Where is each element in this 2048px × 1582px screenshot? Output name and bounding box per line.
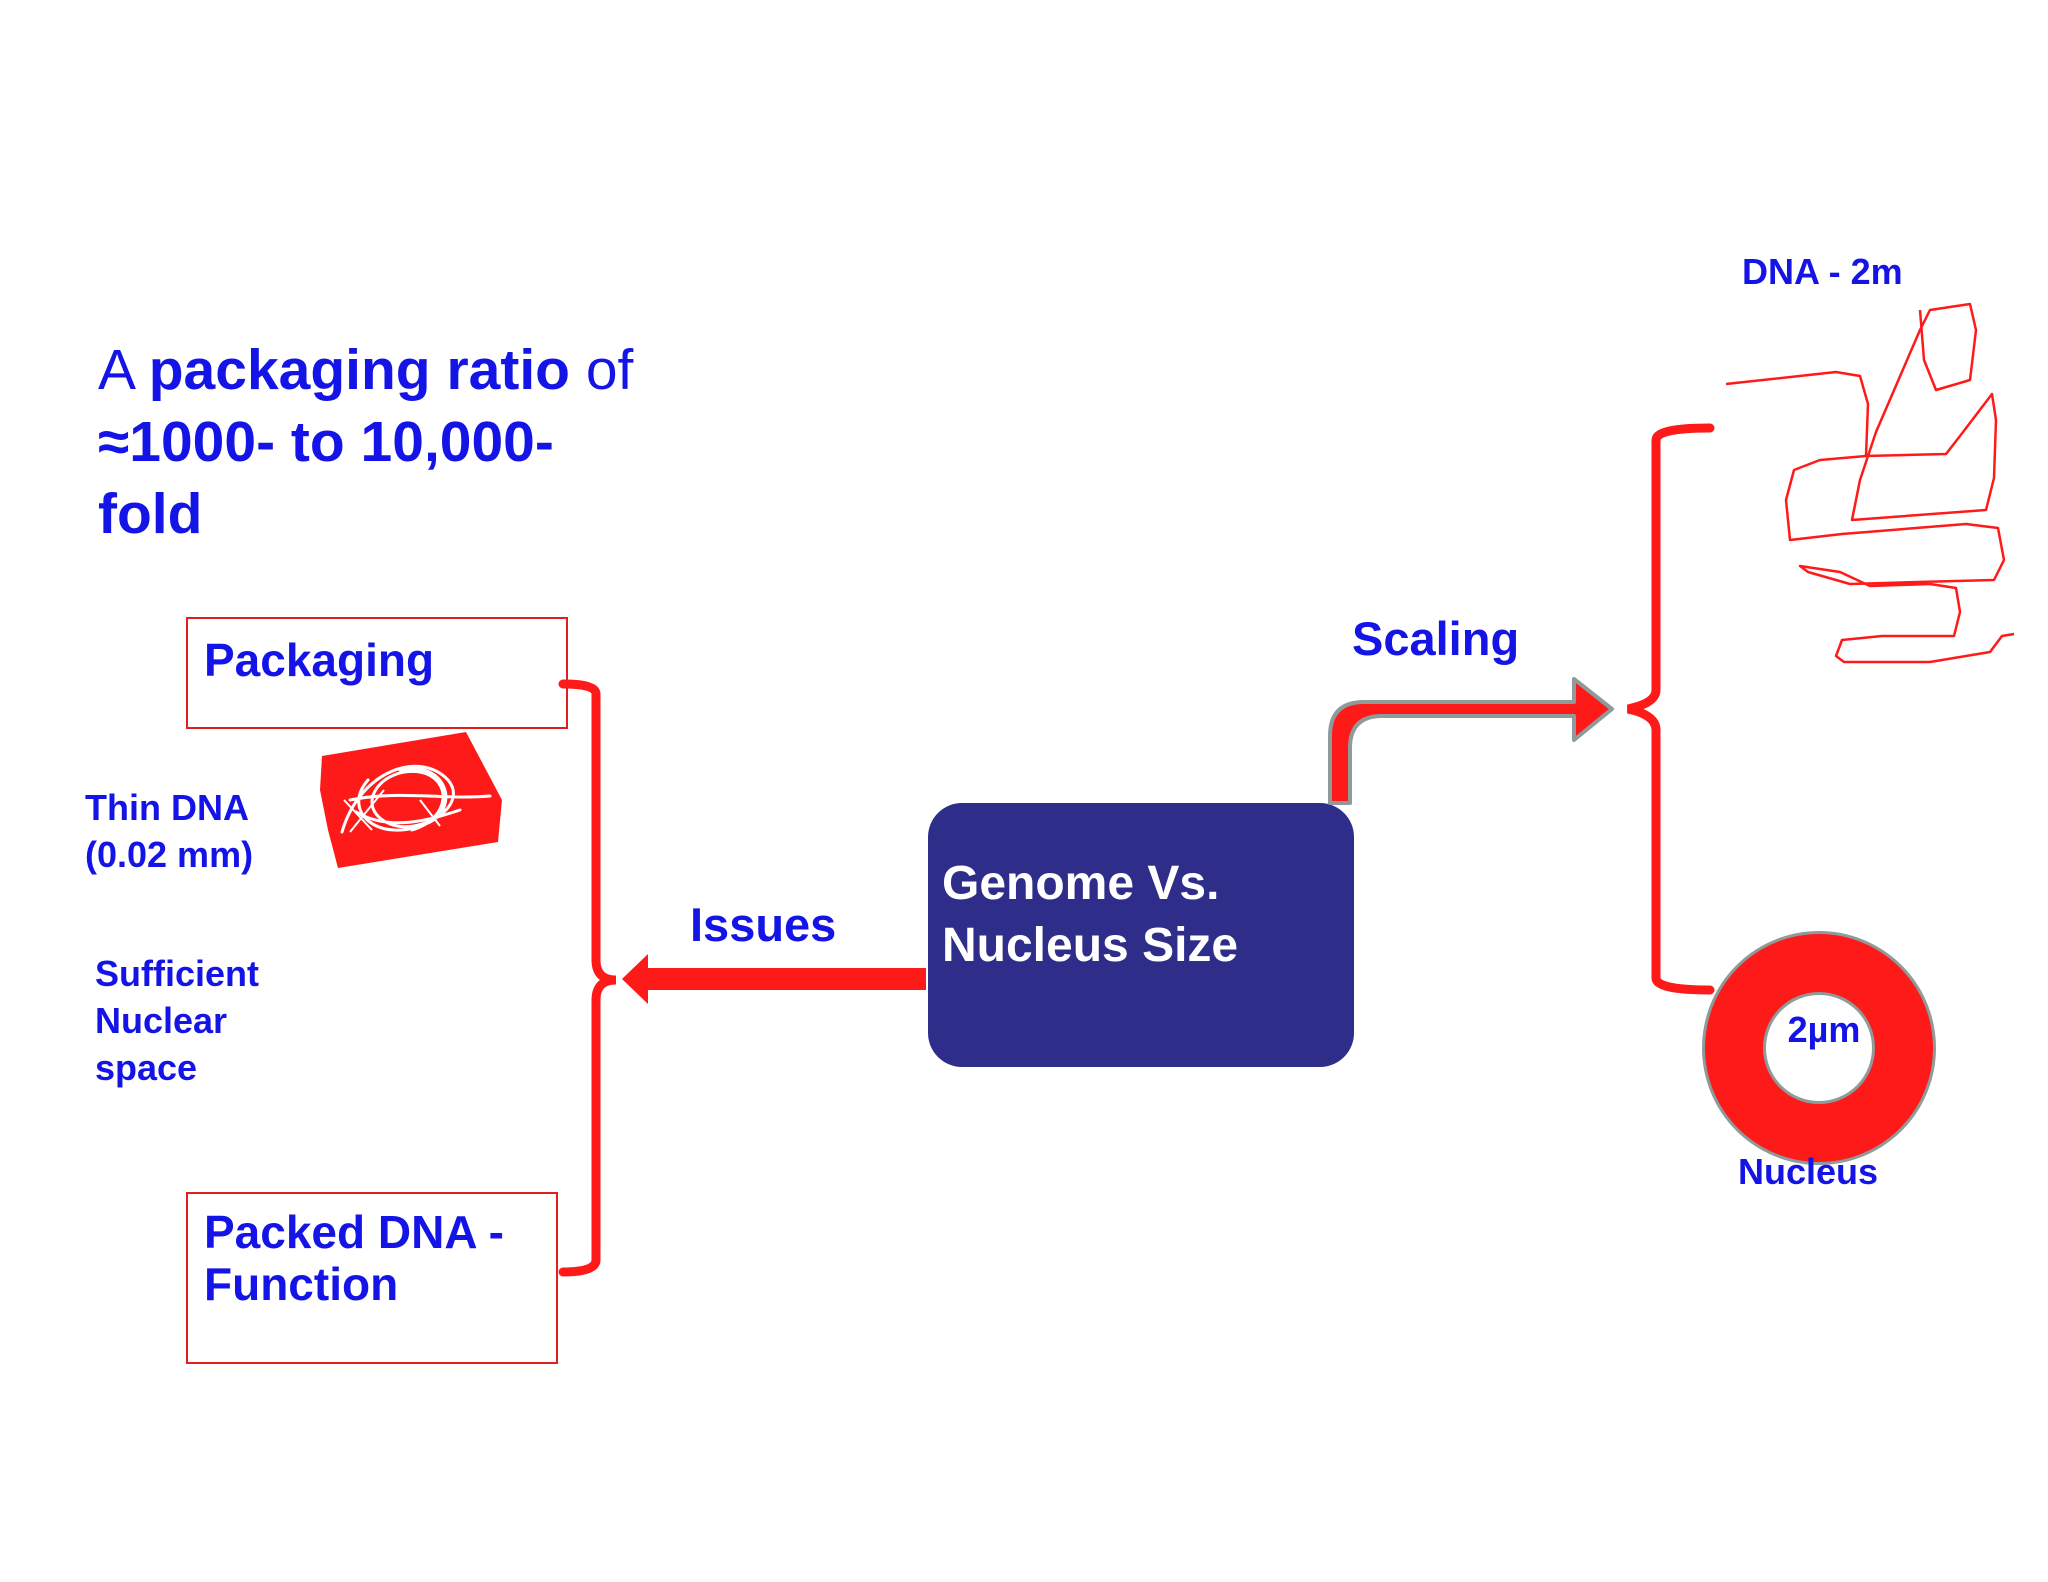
thin-dna-label: Thin DNA (0.02 mm) — [85, 784, 325, 878]
title-suffix: of — [569, 338, 634, 402]
thin-dna-line1: Thin DNA — [85, 787, 249, 828]
packed-dna-label: Packed DNA - Function — [204, 1206, 544, 1310]
tangled-dna-icon — [320, 732, 502, 868]
packed-dna-box — [186, 1192, 558, 1364]
genome-vs-nucleus-box — [928, 803, 1354, 1067]
scaling-label: Scaling — [1352, 612, 1520, 665]
title-prefix: A — [98, 338, 149, 402]
nucleus-ring-fill — [1705, 934, 1933, 1162]
thin-dna-line2: (0.02 mm) — [85, 834, 254, 875]
packaging-ratio-title: A packaging ratio of ≈1000- to 10,000- f… — [98, 334, 718, 550]
nucleus-size-label: 2µm — [1787, 1009, 1861, 1050]
genome-vs-nucleus-label: Genome Vs. Nucleus Size — [942, 853, 1322, 977]
center-line1: Genome Vs. — [942, 857, 1220, 910]
issues-arrow — [622, 954, 926, 1004]
title-line3: fold — [98, 482, 203, 546]
issues-label: Issues — [690, 898, 837, 951]
scaling-bracket — [1626, 423, 1715, 995]
dna-length-label: DNA - 2m — [1742, 251, 1903, 292]
scaling-arrow — [1328, 677, 1614, 805]
nucleus-label: Nucleus — [1738, 1151, 1879, 1192]
title-highlight: packaging ratio — [148, 338, 570, 402]
center-line2: Nucleus Size — [942, 919, 1239, 972]
title-line2: ≈1000- to 10,000- — [98, 410, 554, 474]
packaging-box — [186, 617, 568, 729]
packaging-label: Packaging — [204, 634, 435, 686]
long-dna-strand-icon — [1725, 302, 2015, 664]
sufficient-space-label: Sufficient Nuclear space — [95, 950, 355, 1091]
issues-bracket — [558, 679, 617, 1277]
sufficient-line1: Sufficient — [95, 953, 260, 994]
sufficient-line2: Nuclear — [95, 1000, 228, 1041]
packed-line1: Packed DNA - — [204, 1206, 504, 1258]
sufficient-line3: space — [95, 1047, 198, 1088]
packed-line2: Function — [204, 1258, 399, 1310]
